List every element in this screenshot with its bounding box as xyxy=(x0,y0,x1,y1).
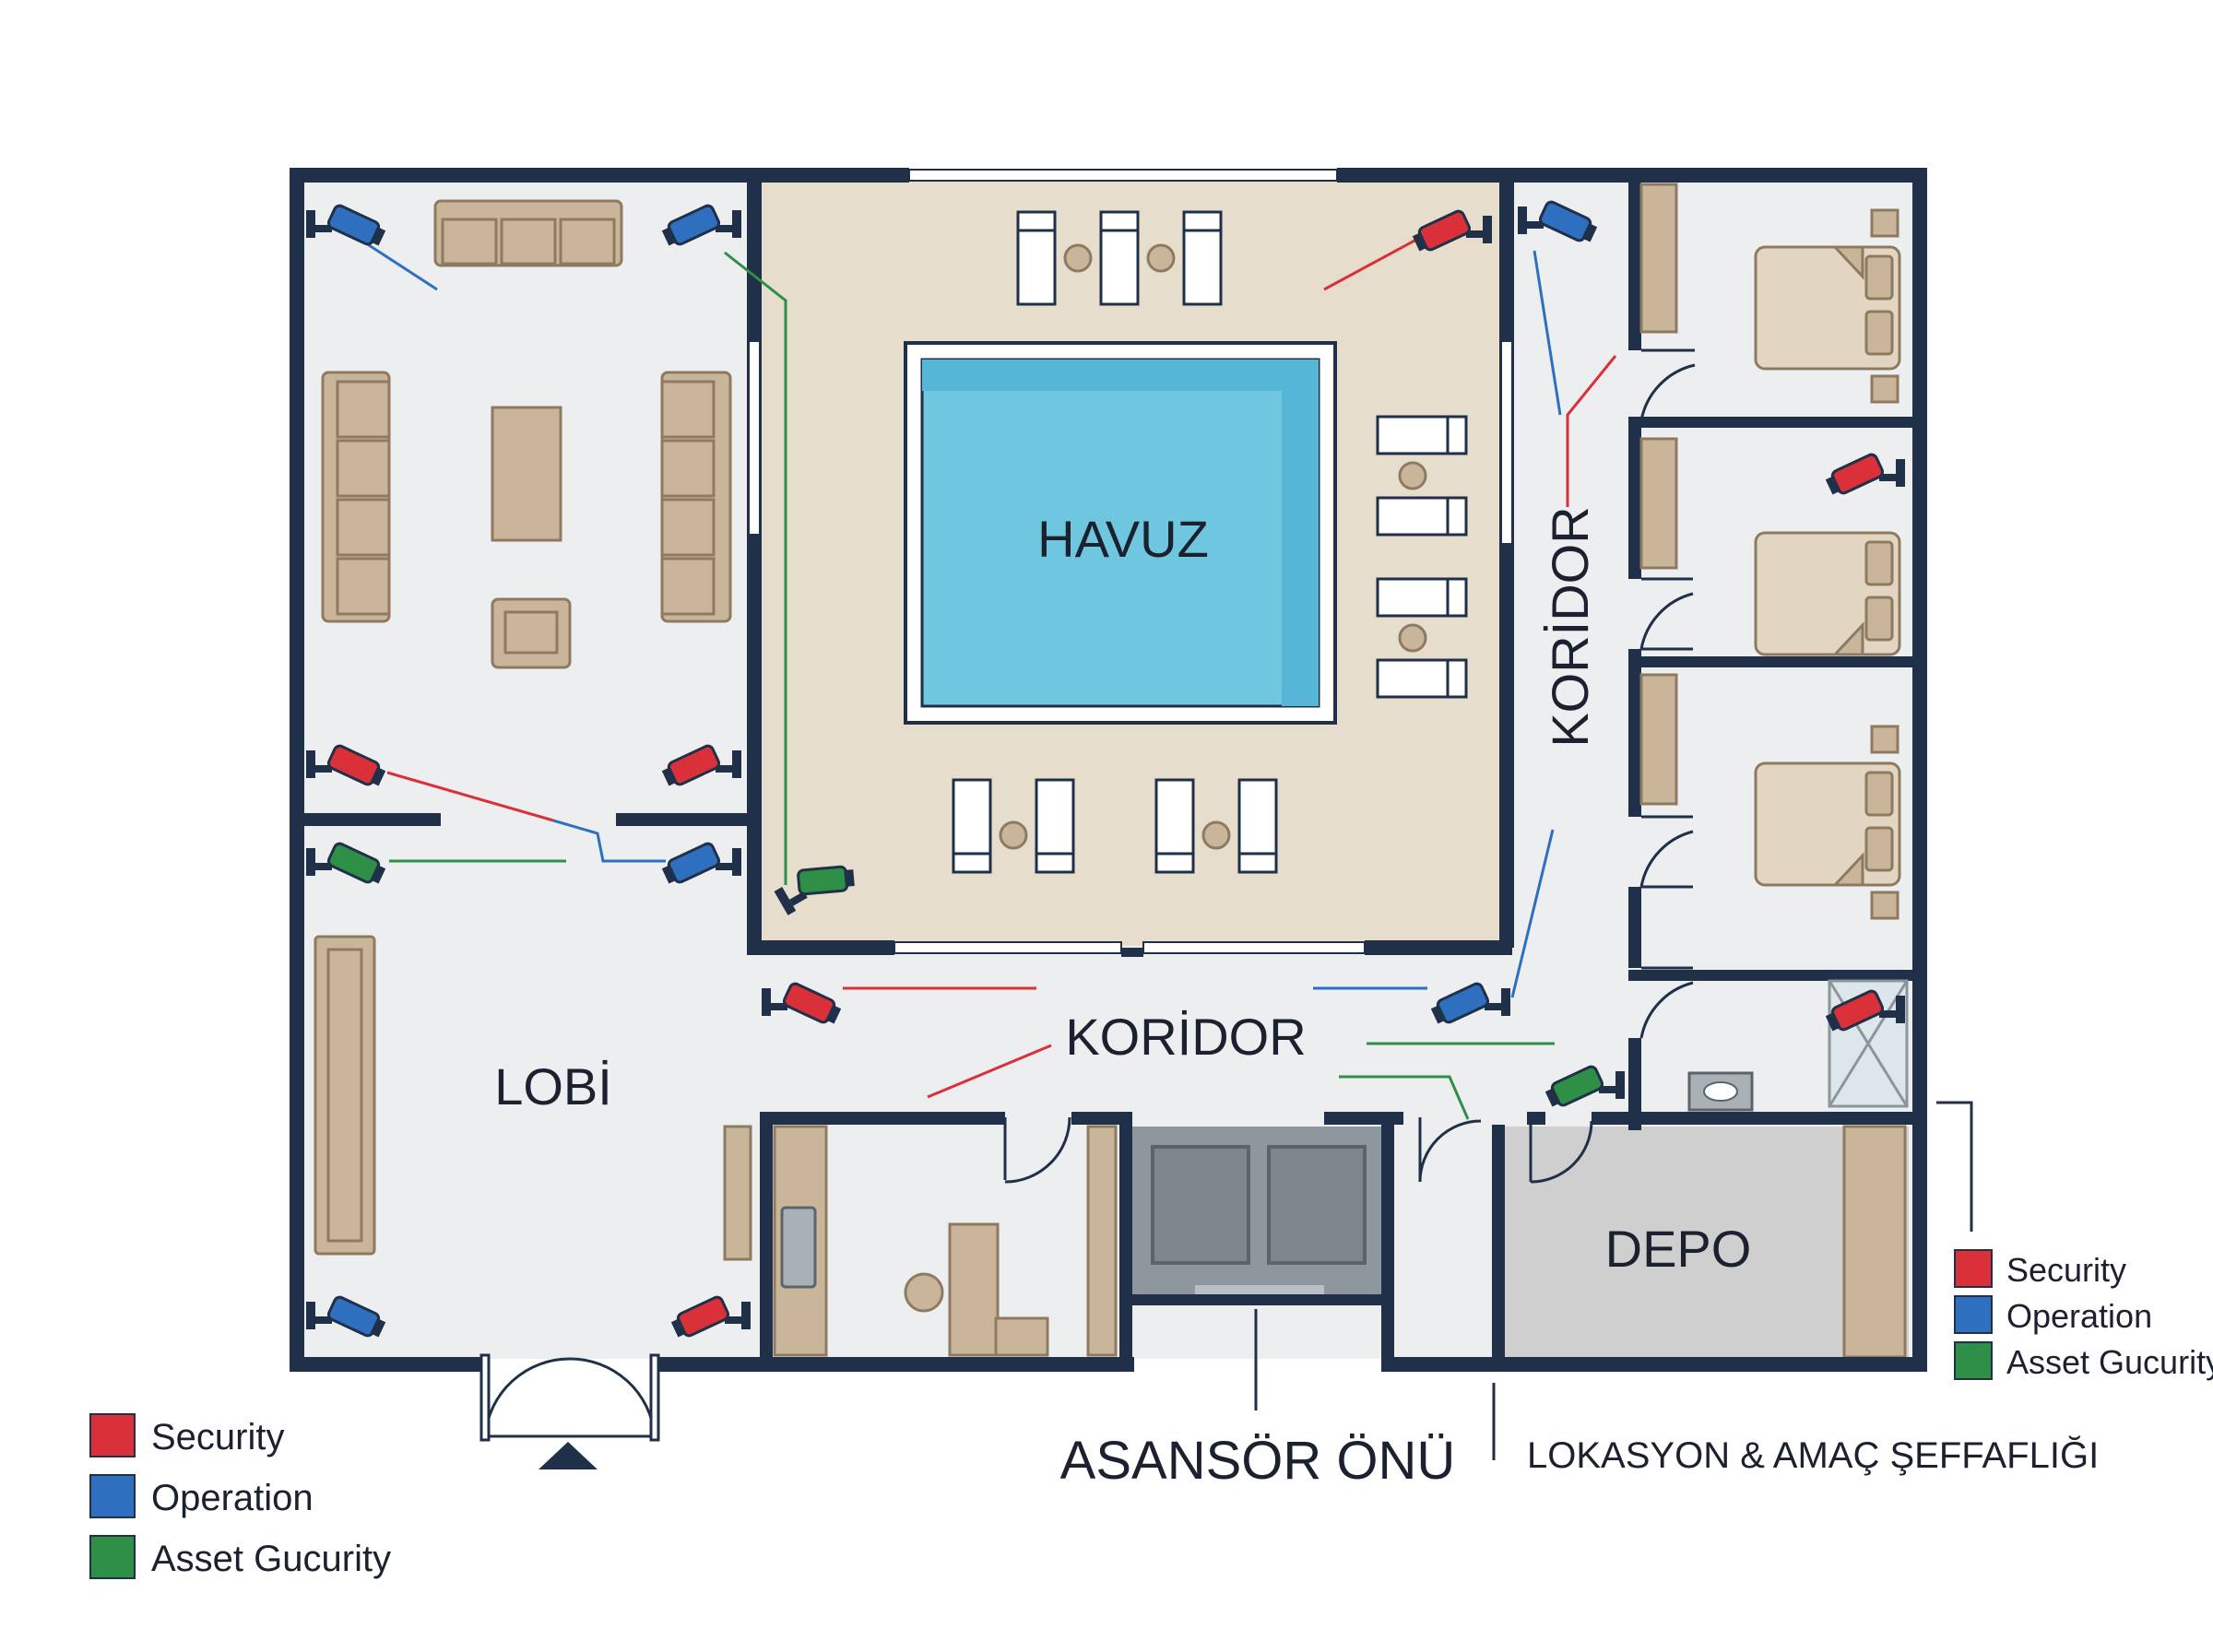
legend-label-security: Security xyxy=(151,1417,285,1457)
room-label-koridor-vertical: KORİDOR xyxy=(1541,506,1599,747)
legend-right-swatch-security xyxy=(1954,1249,1993,1288)
office-furniture xyxy=(773,1125,1118,1357)
walls xyxy=(290,168,1927,1372)
caption-asansor: ASANSÖR ÖNÜ xyxy=(1060,1431,1456,1491)
bedroom-furniture xyxy=(1639,183,1899,920)
doors xyxy=(479,348,1696,1442)
entrance-arrow-icon xyxy=(538,1442,598,1469)
legend-right-label-asset: Asset Gucurity xyxy=(2006,1343,2213,1381)
room-label-koridor-horizontal: KORİDOR xyxy=(1065,1008,1306,1066)
legend-label-asset: Asset Gucurity xyxy=(151,1539,391,1579)
pool-loungers xyxy=(952,210,1468,874)
legend-right-label-operation: Operation xyxy=(2006,1297,2152,1335)
elevator-sill xyxy=(1195,1285,1324,1294)
legend-swatch-security xyxy=(89,1413,136,1457)
bathroom xyxy=(1687,979,1909,1112)
legend-swatch-asset xyxy=(89,1535,136,1579)
legend-right: Security Operation Asset Gucurity xyxy=(1954,1249,2213,1381)
pool-side-tables xyxy=(999,243,1427,850)
legend-swatch-operation xyxy=(89,1474,136,1518)
room-label-depo: DEPO xyxy=(1605,1220,1752,1278)
depo-shelf xyxy=(1842,1125,1907,1359)
pool-water xyxy=(920,358,1320,708)
room-label-lobi: LOBİ xyxy=(494,1057,612,1115)
room-label-havuz: HAVUZ xyxy=(1037,510,1209,568)
elevator-door-left xyxy=(1151,1145,1250,1265)
sight-lines xyxy=(362,238,1617,1120)
elevator-door-right xyxy=(1267,1145,1367,1265)
legend: Security Operation Asset Gucurity xyxy=(89,1413,391,1579)
lobby-furniture xyxy=(314,199,752,1261)
callout-lines xyxy=(1254,1101,1973,1460)
windows xyxy=(748,169,1513,954)
legend-right-swatch-operation xyxy=(1954,1295,1993,1334)
caption-lokasyon: LOKASYON & AMAÇ ŞEFFAFLIĞI xyxy=(1527,1434,2099,1476)
beds xyxy=(1754,245,1901,887)
legend-label-operation: Operation xyxy=(151,1478,314,1518)
legend-right-swatch-asset xyxy=(1954,1341,1993,1380)
legend-right-label-security: Security xyxy=(2006,1251,2126,1289)
